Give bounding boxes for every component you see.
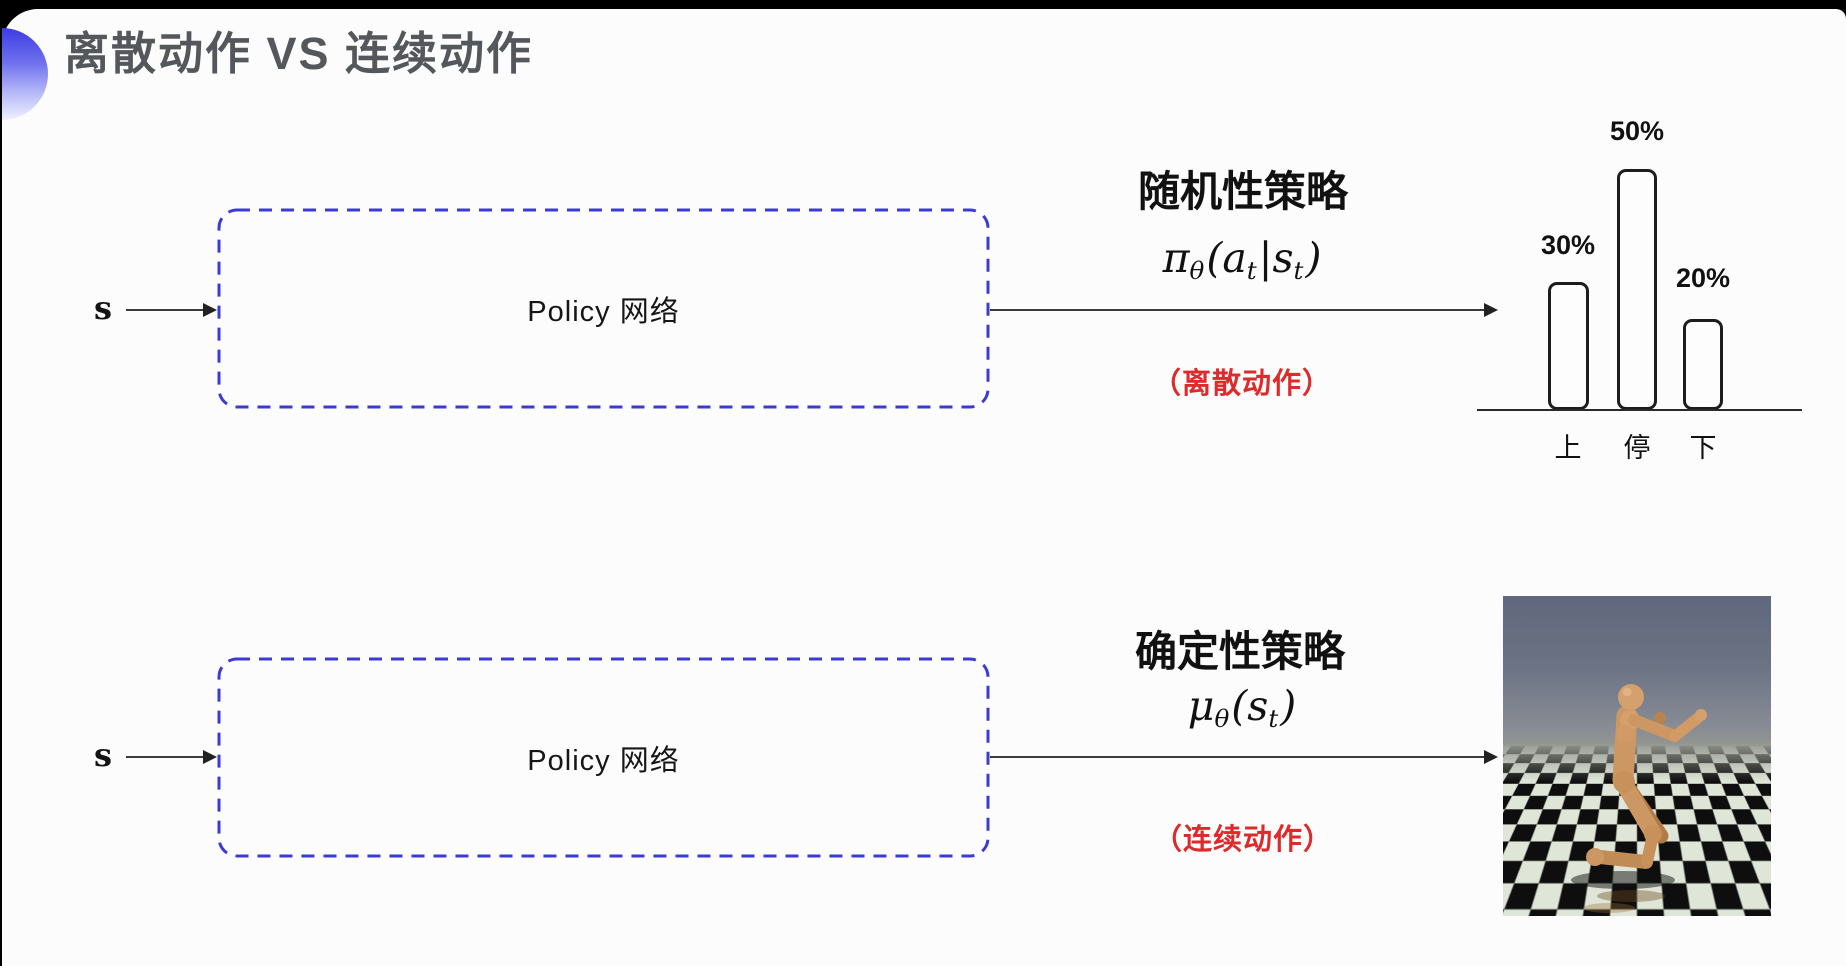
bottom-policy-type-label: 确定性策略 (1134, 628, 1345, 675)
bar-category-label: 下 (1689, 433, 1717, 463)
humanoid-robot-figure (1571, 684, 1707, 913)
action-probability-bar-chart: 50% 30% 20% 上 停 下 (1467, 100, 1812, 465)
formula-close-paren: ) (1305, 234, 1322, 282)
formula-t-sub-1: t (1246, 255, 1257, 285)
top-policy-formula: πθ(at|st) (1042, 234, 1442, 285)
top-policy-box-label: Policy 网络 (527, 295, 680, 328)
formula-close-paren: ) (1280, 682, 1297, 730)
formula-given-bar: | (1258, 234, 1273, 282)
formula-t-sub: t (1268, 703, 1279, 733)
slide-title: 离散动作 VS 连续动作 (64, 28, 534, 79)
top-output-arrow (990, 303, 1498, 317)
bar-up (1548, 282, 1589, 410)
formula-action-var: a (1222, 234, 1247, 282)
chart-baseline (1477, 409, 1802, 411)
horizon-haze (1503, 744, 1771, 782)
formula-t-sub-2: t (1293, 255, 1304, 285)
bottom-policy-box-label: Policy 网络 (527, 744, 680, 777)
humanoid-simulation-image (1503, 596, 1771, 916)
bar-value-label: 30% (1540, 230, 1596, 260)
top-state-label: s (93, 289, 112, 327)
bottom-input-arrow (126, 750, 217, 764)
formula-theta-sub: θ (1214, 703, 1230, 733)
bottom-policy-box-border (217, 657, 990, 858)
formula-open-paren: ( (1231, 682, 1248, 730)
bar-down (1683, 319, 1723, 410)
bar-value-label: 20% (1675, 263, 1731, 293)
bottom-policy-formula: μθ(st) (1042, 682, 1442, 733)
top-policy-type-label: 随机性策略 (1137, 168, 1348, 215)
formula-theta-sub: θ (1189, 255, 1205, 285)
formula-mu: μ (1187, 682, 1215, 730)
top-policy-box-border (217, 208, 990, 409)
bottom-output-arrow (990, 750, 1498, 764)
bar-category-label: 上 (1554, 433, 1582, 463)
top-input-arrow (126, 303, 217, 317)
bottom-policy-box (217, 657, 990, 858)
bottom-state-label: s (93, 736, 112, 774)
top-action-type-note: （离散动作） (1151, 368, 1332, 400)
formula-open-paren: ( (1206, 234, 1223, 282)
bar-stop (1617, 169, 1657, 410)
bar-value-label: 50% (1609, 116, 1665, 146)
formula-pi: π (1162, 234, 1190, 282)
formula-state-var: s (1272, 234, 1294, 282)
top-policy-box (217, 208, 990, 409)
formula-state-var: s (1247, 682, 1269, 730)
bottom-action-type-note: （连续动作） (1152, 824, 1333, 856)
bar-category-label: 停 (1623, 433, 1651, 463)
